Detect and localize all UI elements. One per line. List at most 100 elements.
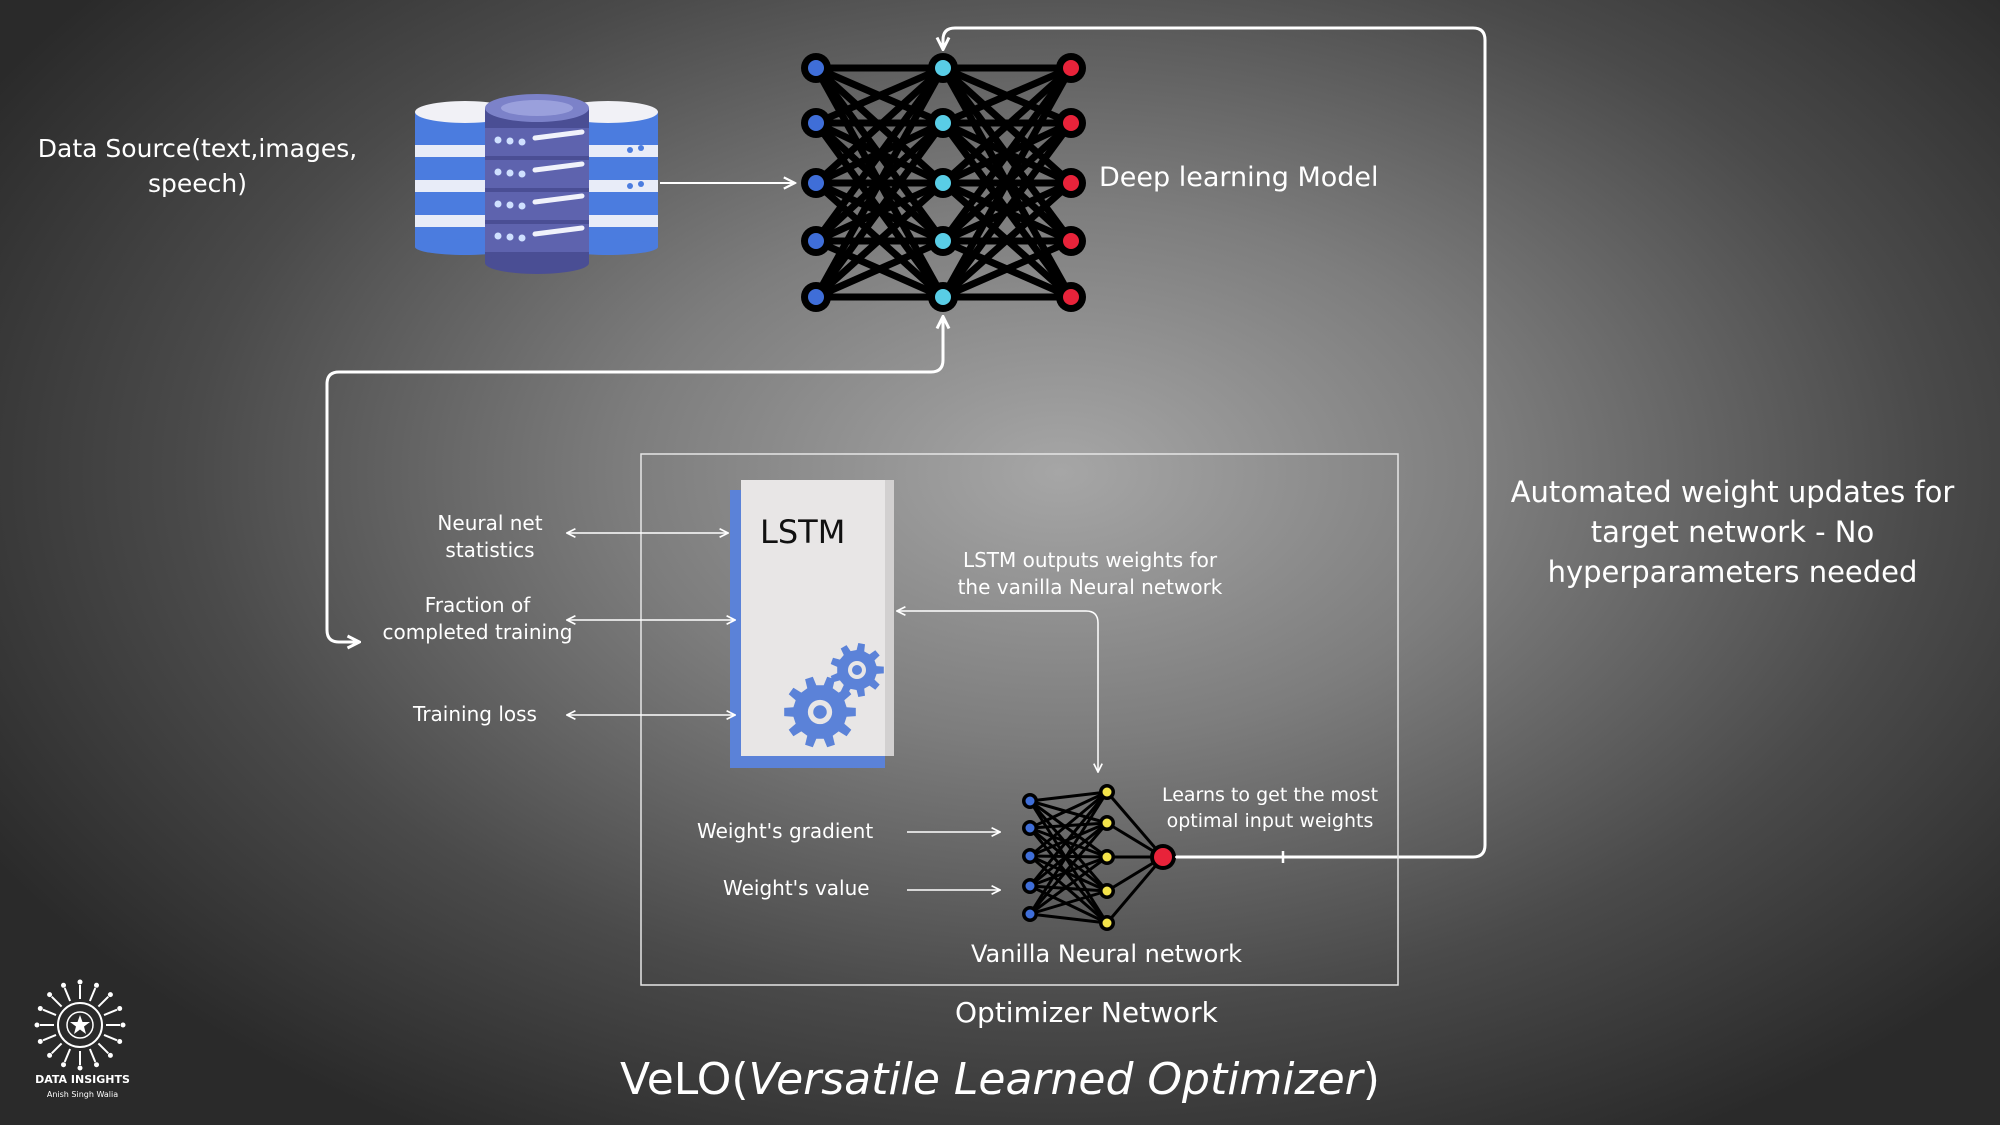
logo-ray-dot [34, 1022, 40, 1028]
vanilla-input-node [1025, 909, 1035, 919]
deep-output-node [1063, 289, 1079, 305]
database-icon [415, 94, 658, 274]
deep-edge [813, 180, 946, 300]
logo-ray-dot [61, 982, 66, 988]
optimizer-network-label: Optimizer Network [955, 996, 1218, 1029]
input-weight-value: Weight's value [723, 876, 870, 900]
arrow-lstm-to-vanilla [897, 611, 1098, 772]
data-source-label: Data Source(text,images, speech) [37, 134, 358, 198]
lstm-output-note: LSTM outputs weights for the vanilla Neu… [957, 548, 1223, 599]
deep-learning-network-icon [801, 53, 1086, 312]
vanilla-hidden-node [1102, 818, 1112, 828]
logo-ray-dot [107, 1052, 113, 1058]
logo-ray [42, 1008, 57, 1017]
deep-input-node [808, 115, 824, 131]
deep-edge [940, 65, 1074, 244]
vanilla-hidden-node [1102, 787, 1112, 797]
logo-ray-dot [120, 1022, 126, 1028]
logo-text: DATA INSIGHTS [35, 1073, 130, 1086]
logo-ray [63, 1048, 72, 1063]
logo-ray [88, 1048, 97, 1063]
logo-ray [63, 987, 72, 1002]
deep-edge [813, 65, 946, 186]
logo-ray [97, 995, 110, 1008]
deep-edge [813, 120, 946, 300]
gear-small-hub [852, 665, 862, 675]
logo-ray-dot [117, 1039, 123, 1044]
logo-ray-dot [47, 1052, 53, 1058]
deep-edge [941, 237, 1073, 301]
input-weight-gradient: Weight's gradient [697, 819, 874, 843]
logo-ray [97, 1042, 110, 1055]
logo-ray-dot [37, 1006, 43, 1011]
deep-hidden-node [935, 289, 951, 305]
lstm-label: LSTM [760, 513, 846, 551]
vanilla-hidden-node [1102, 918, 1112, 928]
logo-ray-dot [61, 1062, 66, 1068]
deep-hidden-node [935, 175, 951, 191]
title-italic: Versatile Learned Optimizer [748, 1054, 1363, 1105]
vanilla-edge [1029, 854, 1108, 893]
logo-ray [103, 1033, 118, 1042]
deep-edge [941, 64, 1073, 127]
vanilla-edge [1029, 912, 1108, 925]
deep-network-nodes [801, 53, 1086, 312]
logo-subtext: Anish Singh Walia [46, 1090, 119, 1099]
vanilla-edge [1029, 790, 1108, 803]
deep-network-edges [812, 64, 1075, 301]
vanilla-edge [1028, 791, 1109, 915]
logo-ray [103, 1008, 118, 1017]
arrow-feedback-loop [943, 26, 1487, 859]
automated-weight-note: Automated weight updates for target netw… [1510, 475, 1955, 589]
deep-input-node [808, 289, 824, 305]
vanilla-network-edges [1028, 790, 1165, 925]
vanilla-edge [1105, 791, 1165, 858]
logo-ray [88, 987, 97, 1002]
vanilla-edge [1029, 799, 1108, 859]
logo-ray-dot [94, 1062, 99, 1068]
vanilla-edge [1029, 799, 1108, 825]
deep-hidden-node [935, 233, 951, 249]
gear-large-hub [813, 705, 827, 719]
vanilla-input-node [1025, 881, 1035, 891]
logo-ray-dot [77, 1065, 83, 1071]
input-fraction-training: Fraction of completed training [382, 593, 573, 644]
logo-ray-dot [77, 979, 83, 985]
vanilla-hidden-node [1102, 852, 1112, 862]
title-end: ) [1362, 1054, 1380, 1105]
logo-ray [50, 995, 63, 1008]
deep-input-node [808, 175, 824, 191]
vanilla-edge [1029, 855, 1108, 916]
input-training-loss: Training loss [413, 702, 537, 726]
deep-edge [940, 180, 1074, 300]
deep-edge [813, 65, 946, 244]
deep-edge [812, 66, 947, 299]
vanilla-output-node [1154, 848, 1172, 866]
deep-output-node [1063, 115, 1079, 131]
vanilla-edge [1029, 826, 1108, 859]
logo-ray [42, 1033, 57, 1042]
database-center-cylinder [485, 94, 589, 274]
vanilla-edge [1029, 884, 1108, 893]
deep-output-node [1063, 175, 1079, 191]
deep-learning-model-label: Deep learning Model [1099, 162, 1379, 193]
vanilla-note: Learns to get the most optimal input wei… [1161, 784, 1379, 832]
logo-ray-dot [37, 1039, 43, 1044]
deep-edge [940, 120, 1074, 300]
deep-hidden-node [935, 60, 951, 76]
vanilla-network-nodes [1022, 784, 1176, 931]
vanilla-hidden-node [1102, 886, 1112, 896]
vanilla-edge [1028, 822, 1109, 915]
page-title: VeLO(Versatile Learned Optimizer) [0, 1054, 2000, 1105]
vanilla-edge [1029, 889, 1108, 916]
vanilla-edge [1029, 854, 1108, 859]
vanilla-edge [1105, 856, 1165, 924]
input-nn-statistics: Neural net statistics [437, 511, 543, 562]
title-main: VeLO( [620, 1054, 749, 1105]
vanilla-input-node [1025, 851, 1035, 861]
logo-ray-dot [117, 1006, 123, 1011]
vanilla-edge [1028, 800, 1109, 892]
deep-output-node [1063, 233, 1079, 249]
vanilla-network-label: Vanilla Neural network [971, 940, 1243, 968]
